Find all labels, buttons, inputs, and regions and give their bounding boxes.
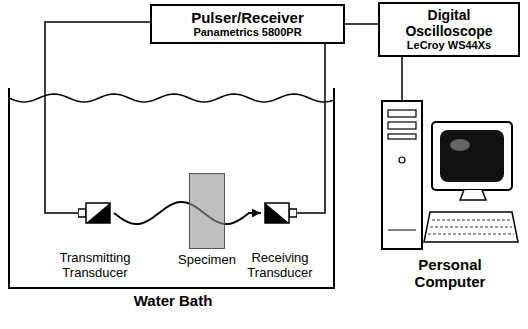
- connector-wire: [402, 57, 403, 100]
- water-bath: Water Bath Transmitting Transducer Specime…: [8, 80, 338, 315]
- box-title: Pulser/Receiver: [156, 9, 339, 26]
- connector-wire: [45, 22, 150, 213]
- arrow-head: [252, 209, 261, 218]
- specimen-block: [189, 173, 225, 249]
- computer-illustration-part: [388, 110, 416, 117]
- computer-illustration-part: [432, 122, 512, 190]
- wave-arrow: [114, 202, 261, 224]
- specimen: Specimen: [167, 173, 247, 268]
- computer-illustration-part: [460, 190, 486, 200]
- computer-illustration-part: [399, 157, 405, 163]
- computer-illustration-part: [440, 130, 504, 182]
- computer-illustration-part: [430, 227, 512, 228]
- receiving-transducer: Receiving Transducer: [235, 201, 325, 281]
- connector-wire-line: [345, 23, 378, 25]
- transducer-symbol-part: [86, 203, 110, 223]
- connector-wire: [345, 23, 378, 24]
- computer-illustration-part: [432, 220, 510, 221]
- specimen-label: Specimen: [167, 253, 247, 268]
- computer-illustration: [380, 100, 520, 250]
- computer-illustration-part: [382, 101, 422, 249]
- wave-arrow-line: [114, 202, 261, 224]
- water-surface: [9, 94, 333, 102]
- bath-label: Water Bath: [8, 292, 338, 309]
- transducer-symbol-part: [78, 209, 86, 217]
- model-name: LeCroy WS44Xs: [384, 39, 514, 52]
- transducer-label: Transmitting Transducer: [50, 251, 140, 281]
- computer-illustration-part: [388, 230, 416, 231]
- oscilloscope-box: Digital OscilloscopeLeCroy WS44Xs: [378, 2, 520, 57]
- personal-computer: Personal Computer: [380, 100, 520, 291]
- connector-wire-line: [297, 44, 325, 213]
- model-name: Panametrics 5800PR: [156, 26, 339, 39]
- transducer-label: Receiving Transducer: [235, 251, 325, 281]
- computer-illustration-part: [424, 212, 518, 242]
- transducer-symbol-part: [289, 209, 297, 217]
- computer-illustration-part: [388, 134, 416, 139]
- connector-wire: [297, 44, 325, 213]
- transducer-symbol: [263, 201, 297, 225]
- bath-outline-part: [9, 88, 334, 288]
- computer-illustration-part: [388, 122, 416, 129]
- transducer-symbol-part: [265, 203, 289, 223]
- box-title: Digital Oscilloscope: [384, 7, 514, 39]
- pulser-receiver-box: Pulser/ReceiverPanametrics 5800PR: [150, 4, 345, 44]
- transducer-symbol-part: [265, 203, 289, 223]
- computer-label: Personal Computer: [395, 256, 505, 291]
- transducer-symbol-part: [86, 203, 110, 223]
- transducer-symbol: [78, 201, 112, 225]
- connector-wire-line: [401, 57, 403, 100]
- computer-illustration-part: [428, 234, 514, 235]
- computer-illustration-part: [450, 139, 470, 151]
- transmitting-transducer: Transmitting Transducer: [50, 201, 140, 281]
- connector-wire-line: [45, 22, 150, 213]
